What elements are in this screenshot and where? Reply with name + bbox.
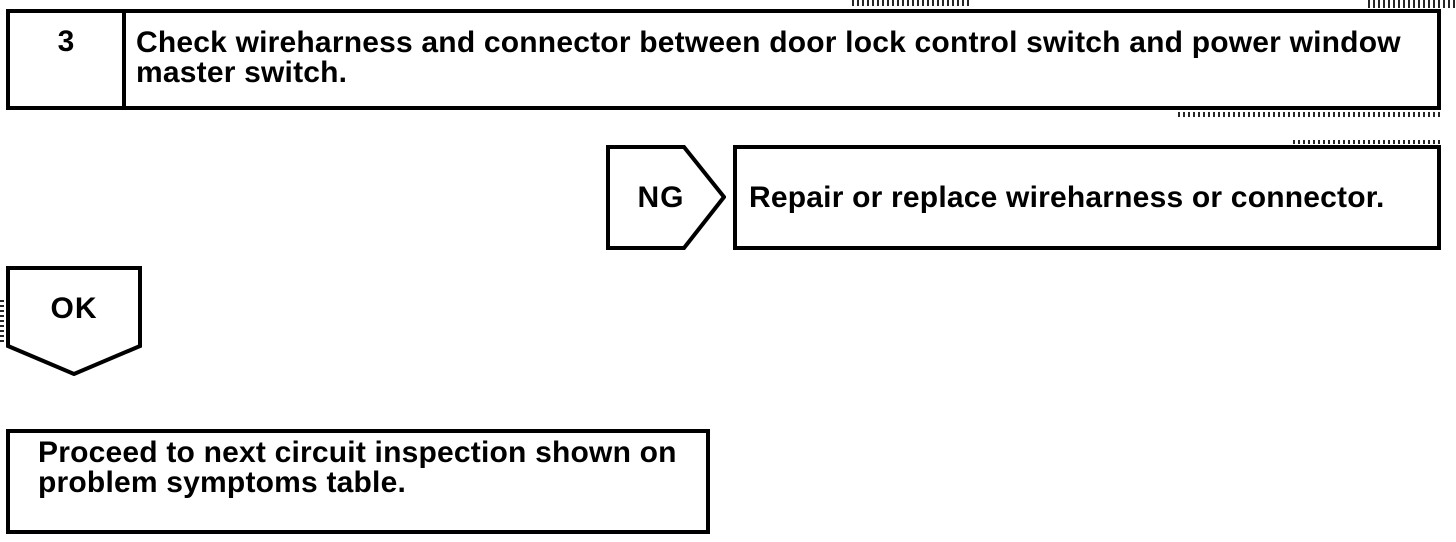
ng-label: NG: [637, 180, 685, 214]
scan-artifact: [0, 298, 4, 342]
ng-action-text: Repair or replace wireharness or connect…: [749, 180, 1385, 214]
step-number: 3: [57, 25, 75, 58]
step-instruction: Check wireharness and connector between …: [136, 26, 1401, 89]
scan-artifact: [1368, 0, 1456, 8]
ng-pentagon-arrow-icon: [606, 145, 726, 250]
step-number-cell: 3: [10, 13, 126, 106]
ok-action-box: Proceed to next circuit inspection shown…: [6, 429, 710, 534]
ok-action-text: Proceed to next circuit inspection shown…: [38, 436, 677, 499]
ng-action-box: Repair or replace wireharness or connect…: [733, 145, 1441, 250]
ok-connector: OK: [6, 266, 142, 376]
step-box: 3 Check wireharness and connector betwee…: [6, 9, 1441, 110]
scan-artifact: [1178, 112, 1440, 117]
ng-connector: NG: [606, 145, 726, 250]
step-instruction-cell: Check wireharness and connector between …: [126, 13, 1437, 106]
scan-artifact: [88, 530, 368, 534]
ok-pentagon-arrow-icon: [6, 266, 142, 376]
scan-artifact: [1293, 140, 1441, 144]
scan-artifact: [852, 0, 970, 6]
ok-label: OK: [50, 292, 98, 325]
